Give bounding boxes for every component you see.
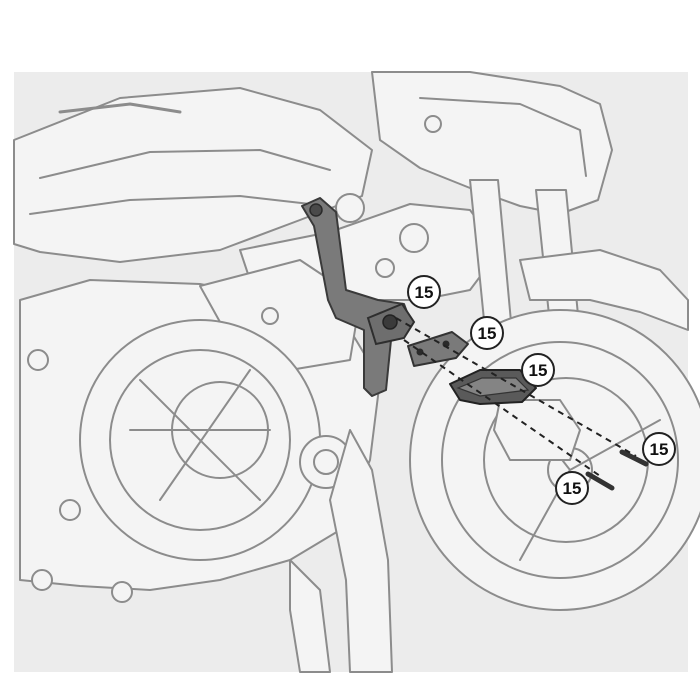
frame-bolt-2 — [399, 223, 429, 253]
tank-panel-line — [39, 149, 331, 179]
frame-bolt-1 — [335, 193, 365, 223]
brake-caliper — [493, 399, 581, 461]
frame-bolt-3 — [375, 258, 395, 278]
crash-protector-kit — [301, 197, 649, 491]
engine-bolt-1 — [27, 349, 49, 371]
callout-label: 15 — [563, 479, 582, 498]
callout-3: 15 — [521, 353, 555, 387]
fairing-bolt — [424, 115, 442, 133]
callout-1: 15 — [407, 275, 441, 309]
callout-circle — [470, 316, 504, 350]
engine-bolt-5 — [261, 307, 279, 325]
frame-slider-face — [456, 377, 530, 397]
adapter-plate — [407, 331, 469, 367]
engine-bolt-2 — [59, 499, 81, 521]
long-bolt-2 — [619, 449, 649, 467]
bracket-top-hole — [309, 203, 323, 217]
callout-label: 15 — [650, 440, 669, 459]
guide-line-lower — [403, 339, 601, 477]
assembly-guide-lines — [395, 317, 637, 477]
callout-circle — [642, 432, 676, 466]
oil-filler-cap-center — [313, 449, 339, 475]
callout-label: 15 — [478, 324, 497, 343]
tank-vent-stripe — [58, 102, 182, 114]
engine-bolt-4 — [111, 581, 133, 603]
exhaust-header — [329, 429, 393, 673]
exhaust-header-2 — [289, 559, 331, 673]
fairing-inner-line — [419, 97, 587, 177]
callout-label: 15 — [529, 361, 548, 380]
clutch-cover-rib — [129, 369, 271, 501]
callout-circle — [407, 275, 441, 309]
front-fairing — [371, 71, 613, 215]
mounting-bracket — [301, 197, 411, 397]
callout-group: 15 15 15 15 15 — [407, 275, 676, 505]
clutch-cover-mid — [109, 349, 291, 531]
long-bolt-1 — [585, 471, 615, 491]
spacer-hole — [382, 314, 398, 330]
callout-4: 15 — [642, 432, 676, 466]
callout-circle — [521, 353, 555, 387]
plate-hole-1 — [416, 348, 424, 356]
callout-label: 15 — [415, 283, 434, 302]
guide-line-upper — [395, 317, 637, 457]
callout-2: 15 — [470, 316, 504, 350]
callout-circle — [555, 471, 589, 505]
callout-5: 15 — [555, 471, 589, 505]
front-fender — [519, 249, 689, 331]
motorcycle-outline — [13, 71, 700, 673]
engine-bolt-3 — [31, 569, 53, 591]
tank-panel-line-2 — [29, 195, 311, 215]
